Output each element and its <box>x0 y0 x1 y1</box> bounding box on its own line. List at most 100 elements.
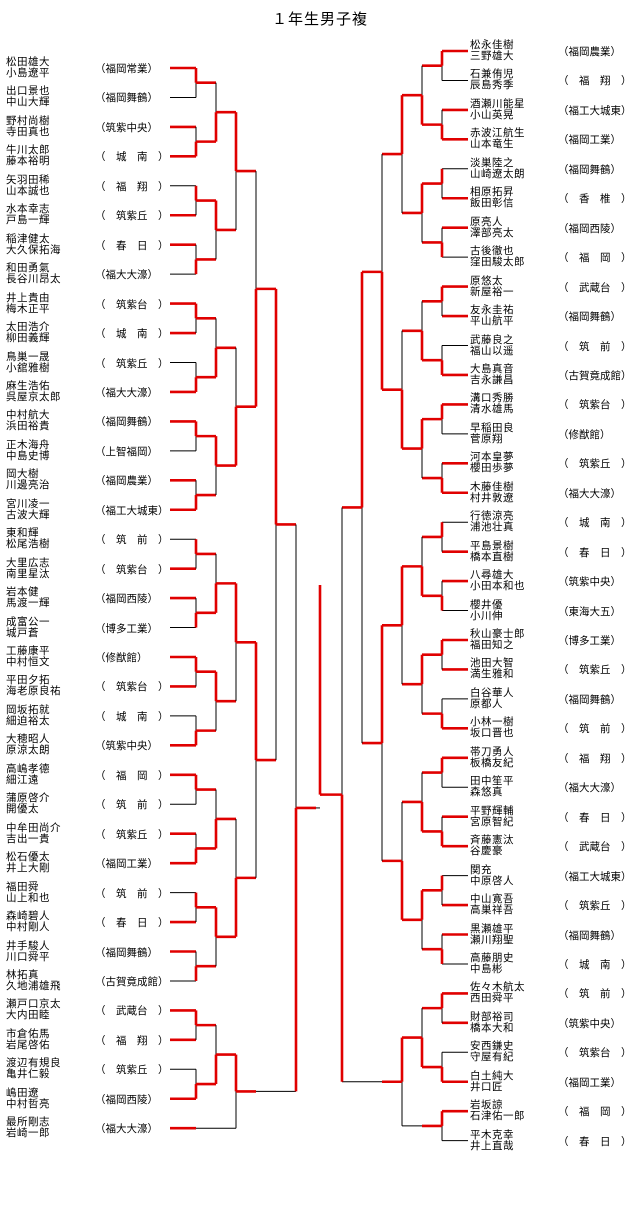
left-team-club: （上智福岡） <box>95 445 158 458</box>
right-player-name: 秋山豪士郎 <box>470 628 525 640</box>
right-player-name: 原悠太 <box>470 274 503 287</box>
right-player-name: 八尋雄大 <box>470 569 514 582</box>
left-team-club: （筑紫中央） <box>95 740 158 753</box>
left-player-name: 浜田裕貴 <box>6 420 50 433</box>
right-player-name: 斉藤憲汰 <box>470 834 514 847</box>
left-player-name: 川邊亮治 <box>6 479 50 492</box>
left-player-name: 呉屋京太郎 <box>6 390 61 403</box>
right-player-name: 平野輝輔 <box>470 804 514 817</box>
left-player-name: 吉出一貴 <box>6 832 50 845</box>
left-player-name: 蒲原啓介 <box>6 792 50 805</box>
right-player-name: 安西鎌史 <box>470 1040 514 1053</box>
right-player-name: 武藤良之 <box>470 333 514 346</box>
left-player-name: 久地浦雄飛 <box>6 979 61 992</box>
right-player-name: 赤波江航生 <box>470 127 525 140</box>
left-team-club: （ 城 南 ） <box>95 710 169 723</box>
right-player-name: 西田舜平 <box>470 992 514 1005</box>
right-player-name: 新屋裕一 <box>470 285 514 298</box>
right-player-name: 小川伸 <box>470 609 503 622</box>
left-team-club: （ 筑紫丘 ） <box>95 210 169 223</box>
right-player-name: 石津佑一郎 <box>470 1110 525 1123</box>
right-player-name: 板橋友紀 <box>470 756 514 769</box>
left-team-club: （福大大濠） <box>95 269 158 282</box>
right-player-name: 平山航平 <box>470 315 514 328</box>
left-player-name: 梅木正平 <box>6 302 50 315</box>
left-team-club: （福岡舞鶴） <box>95 416 158 429</box>
right-player-name: 中島彬 <box>470 962 503 975</box>
left-player-name: 亀井仁毅 <box>6 1068 50 1081</box>
left-player-name: 岡大樹 <box>6 468 39 481</box>
right-player-name: 菅原翔 <box>470 432 503 445</box>
left-player-name: 古波大輝 <box>6 508 50 521</box>
left-team-club: （ 福 翔 ） <box>95 1034 169 1047</box>
right-team-club: （ 筑 前 ） <box>558 988 632 1001</box>
left-team-club: （福大大濠） <box>95 386 158 399</box>
right-team-club: （福岡舞鶴） <box>558 163 621 176</box>
left-player-name: 平田夕拓 <box>6 674 50 687</box>
right-team-club: （福大大濠） <box>558 782 621 795</box>
right-player-name: 平木克幸 <box>470 1128 514 1141</box>
left-player-name: 太田浩介 <box>6 321 50 334</box>
left-team-club: （ 福 翔 ） <box>95 180 169 193</box>
left-team-club: （古賀竟成館） <box>95 975 169 988</box>
left-team-club: （筑紫中央） <box>95 121 158 134</box>
right-player-name: 中原啓人 <box>470 874 514 887</box>
right-player-name: 山崎遼太朗 <box>470 167 525 180</box>
right-team-club: （ 筑紫台 ） <box>558 1047 632 1060</box>
right-player-name: 櫻井優 <box>470 598 503 611</box>
left-player-name: 大里広志 <box>6 556 50 569</box>
left-player-name: 柳田義輝 <box>6 332 50 345</box>
right-team-club: （ 香 椎 ） <box>558 193 632 206</box>
left-player-name: 海老原良祐 <box>6 685 61 698</box>
right-player-name: 福山以遥 <box>470 344 514 357</box>
right-team-club: （修猷館） <box>558 428 611 441</box>
left-player-name: 嶋田遼 <box>6 1086 39 1099</box>
left-player-name: 中村剛人 <box>6 921 50 934</box>
right-player-name: 小田本和也 <box>470 580 525 593</box>
left-team-club: （ 筑 前 ） <box>95 799 169 812</box>
left-player-name: 中村哲亮 <box>6 1097 50 1110</box>
right-player-name: 帯刀勇人 <box>470 745 514 758</box>
left-team-club: （ 筑紫丘 ） <box>95 357 169 370</box>
right-team-club: （福岡舞鶴） <box>558 929 621 942</box>
left-player-name: 稲津健太 <box>6 232 50 245</box>
right-player-name: 岩坂諒 <box>470 1099 503 1112</box>
left-team-club: （福岡常業） <box>95 63 158 75</box>
right-player-name: 飯田彰信 <box>470 197 514 210</box>
right-team-club: （ 筑 前 ） <box>558 340 632 353</box>
right-team-club: （ 福 翔 ） <box>558 75 632 88</box>
right-team-club: （福岡西陵） <box>558 222 621 235</box>
right-player-name: 平島景樹 <box>470 539 514 552</box>
right-player-name: 河本皇夢 <box>470 451 514 464</box>
left-player-name: 野村尚樹 <box>6 114 50 127</box>
right-team-club: （福岡農業） <box>558 46 621 58</box>
right-player-name: 福田知之 <box>470 639 514 651</box>
left-player-name: 藤本裕明 <box>6 155 50 168</box>
left-player-name: 高嶋孝德 <box>6 762 50 775</box>
right-player-name: 吉永謙昌 <box>470 373 514 386</box>
right-team-club: （筑紫中央） <box>558 576 621 589</box>
right-player-name: 黒瀬雄平 <box>470 922 514 935</box>
right-team-club: （博多工業） <box>558 635 621 647</box>
left-player-name: 原涼太朗 <box>6 744 50 757</box>
right-player-name: 橋本大和 <box>470 1021 514 1034</box>
left-player-name: 松田雄大 <box>6 56 50 68</box>
right-team-club: （古賀竟成館） <box>558 369 632 382</box>
left-player-name: 細迫裕太 <box>6 714 50 727</box>
right-team-club: （筑紫中央） <box>558 1017 621 1030</box>
left-team-club: （福大大濠） <box>95 1123 158 1136</box>
left-team-club: （福工大城東） <box>95 504 169 517</box>
right-player-name: 瀬川翔聖 <box>470 933 514 946</box>
right-player-name: 山本竜生 <box>470 138 514 151</box>
left-player-name: 大久保拓海 <box>6 243 61 256</box>
right-team-club: （ 城 南 ） <box>558 958 632 971</box>
right-player-name: 原亮人 <box>470 215 503 228</box>
right-player-name: 中山寛吾 <box>470 893 514 906</box>
right-player-name: 淡巣陸之 <box>470 156 514 169</box>
right-player-name: 白谷華人 <box>470 686 514 699</box>
right-team-club: （ 城 南 ） <box>558 517 632 530</box>
left-player-name: 中牟田尚介 <box>6 821 61 834</box>
right-team-club: （福工大城東） <box>558 104 632 117</box>
right-player-name: 坂口晋也 <box>470 727 514 740</box>
left-team-club: （福岡舞鶴） <box>95 946 158 959</box>
